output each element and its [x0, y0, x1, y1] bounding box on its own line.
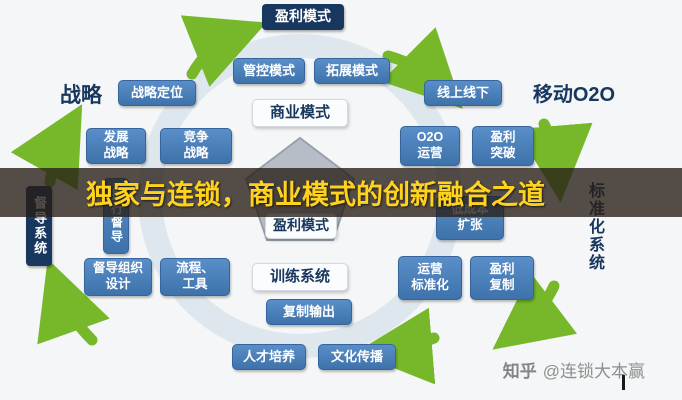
node-culture: 文化传播	[318, 344, 396, 370]
node-profit-copy: 盈利 复制	[470, 256, 534, 300]
node-business-model: 商业模式	[252, 99, 348, 127]
node-profit-break: 盈利 突破	[472, 126, 534, 166]
flow-arrow-bottom-left	[37, 258, 110, 346]
node-talent: 人才培养	[232, 344, 306, 370]
label-strategy: 战略	[60, 83, 102, 107]
node-training-system: 训练系统	[252, 263, 348, 291]
node-supervise-org: 督导组织 设计	[84, 258, 152, 296]
node-profit-model-top: 盈利模式	[262, 4, 344, 30]
flow-arrow-bottom-right	[492, 272, 578, 350]
node-online-offline: 线上线下	[424, 80, 502, 106]
page-title: 独家与连锁，商业模式的创新融合之道	[86, 180, 545, 210]
title-overlay-band: 独家与连锁，商业模式的创新融合之道	[0, 168, 682, 217]
node-strategy-position: 战略定位	[118, 80, 196, 106]
watermark: 知乎 @连锁大本赢	[480, 357, 645, 382]
node-copy-output: 复制输出	[266, 299, 352, 325]
node-o2o-ops: O2O 运营	[400, 126, 460, 166]
label-mobile-o2o: 移动O2O	[532, 83, 616, 106]
watermark-brand-zhihu: 知乎	[502, 362, 537, 381]
node-control-model: 管控模式	[233, 58, 305, 84]
node-process-tools: 流程、 工具	[160, 258, 230, 296]
flow-arrow-right	[515, 118, 593, 203]
node-dev-strategy: 发展 战略	[86, 128, 146, 164]
flow-arrow-top-left	[180, 15, 267, 87]
node-ops-standard: 运营 标准化	[398, 256, 462, 300]
node-expand-model: 拓展模式	[314, 58, 390, 84]
watermark-handle: @连锁大本赢	[542, 362, 645, 381]
node-profit-model-center: 盈利模式	[265, 213, 337, 239]
node-compete-strategy: 竞争 战略	[160, 128, 232, 164]
cursor-mark	[622, 375, 625, 390]
